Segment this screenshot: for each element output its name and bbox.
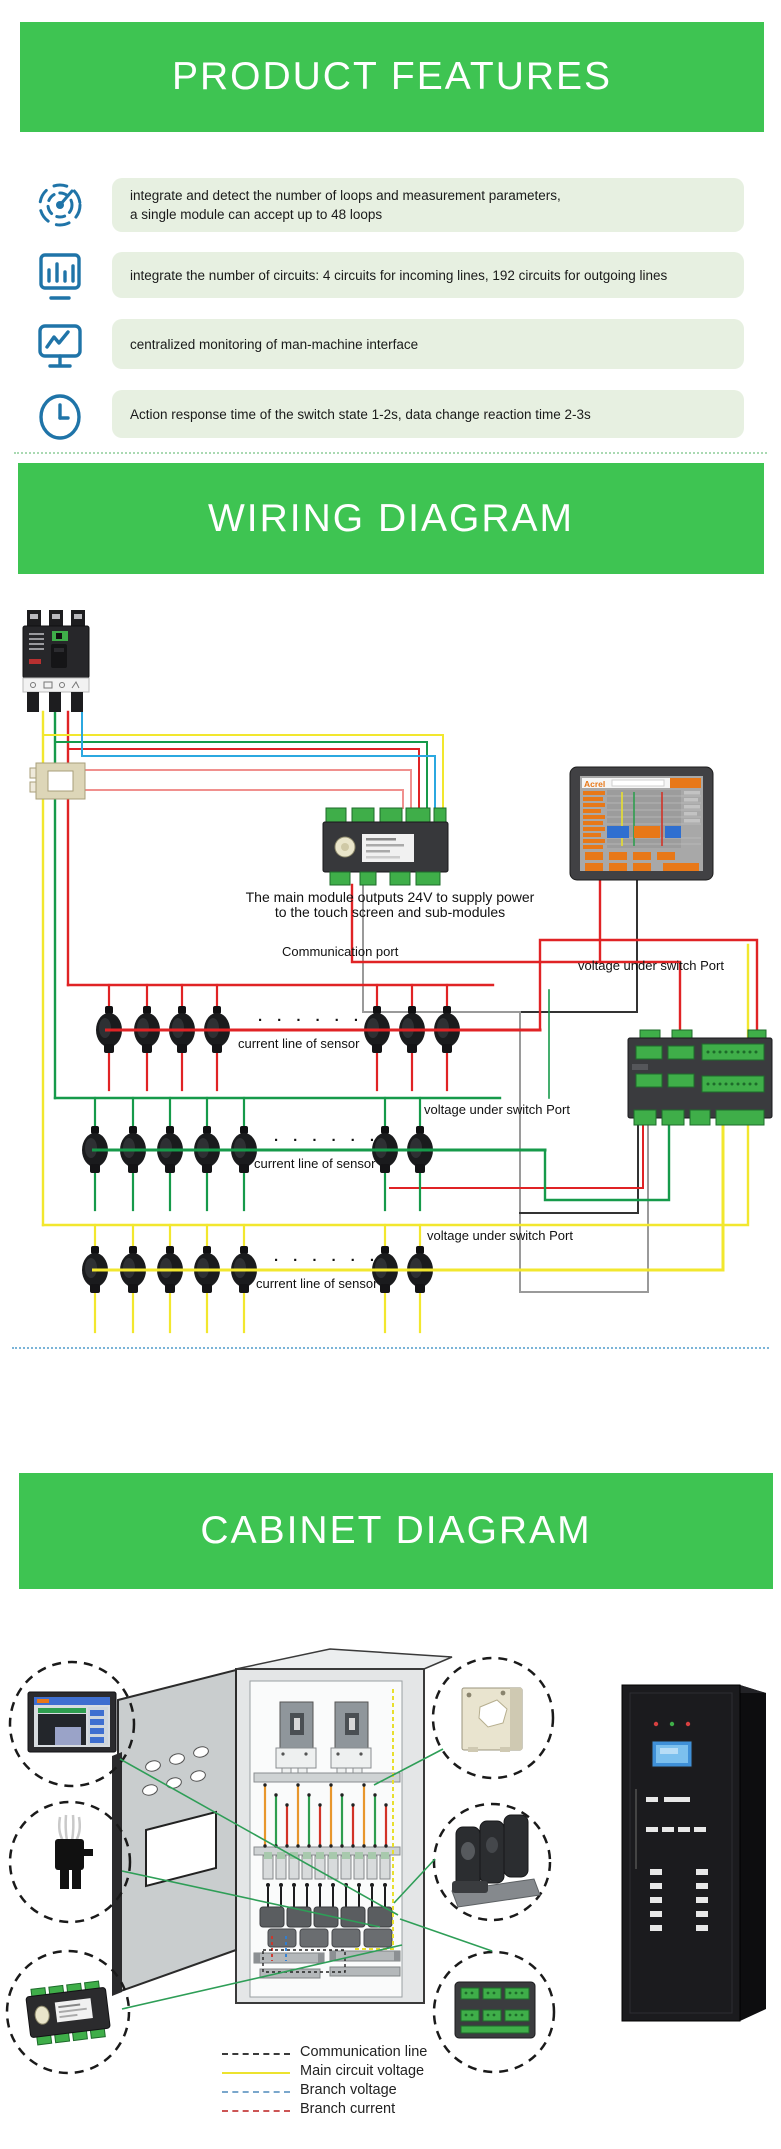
legend-swatch-branch-current	[222, 2110, 290, 2112]
ellipsis-dots: · · · · · ·	[274, 1252, 380, 1269]
legend-label: Communication line	[300, 2044, 428, 2060]
wiring-diagram: Acrel	[0, 560, 781, 1360]
gauge-icon	[34, 178, 86, 232]
callout-terminal-module	[454, 1981, 536, 2039]
cabinet-graphic	[5, 1648, 766, 2075]
feature-text-line: Action response time of the switch state…	[130, 406, 591, 422]
current-transformer-frame	[29, 762, 86, 800]
ellipsis-dots: · · · · · ·	[258, 1012, 364, 1029]
feature-item: integrate the number of circuits: 4 circ…	[112, 252, 744, 298]
legend-swatch-branch-voltage	[222, 2091, 290, 2093]
callout-circles	[5, 1656, 556, 2075]
power-cabinet	[621, 1684, 766, 2022]
sub-module	[627, 1029, 773, 1126]
wiring-bottom-separator	[12, 1347, 769, 1349]
ellipsis-dots: · · · · · ·	[274, 1132, 380, 1149]
legend-label: Branch voltage	[300, 2082, 397, 2098]
wiring-diagram-banner: WIRING DIAGRAM	[18, 463, 764, 574]
callout-lines	[119, 1748, 493, 2010]
current-line-label: current line of sensor	[254, 1156, 376, 1171]
communication-port-label: Communication port	[282, 944, 399, 959]
current-line-label: current line of sensor	[256, 1276, 378, 1291]
product-features-title: PRODUCT FEATURES	[171, 55, 613, 98]
wiring-diagram-title: WIRING DIAGRAM	[208, 496, 574, 540]
feature-text-line: integrate the number of circuits: 4 circ…	[130, 267, 668, 283]
feature-text-line: centralized monitoring of man-machine in…	[130, 336, 419, 352]
legend-swatch-main-voltage	[222, 2072, 290, 2074]
legend-item-branch-current: Branch current	[222, 2101, 522, 2121]
monitor-icon	[34, 320, 86, 374]
callout-ct-transformer	[461, 1687, 523, 1752]
legend-item-main-voltage: Main circuit voltage	[222, 2063, 522, 2083]
callout-touch-screen	[27, 1691, 117, 1753]
main-module-note: The main module outputs 24V to supply po…	[245, 889, 535, 920]
cabinet-body	[235, 1648, 453, 2004]
cabinet-diagram-banner: CABINET DIAGRAM	[19, 1473, 773, 1589]
callout-din-module	[25, 1980, 111, 2046]
current-line-label: current line of sensor	[238, 1036, 360, 1051]
cabinet-diagram: Communication line Main circuit voltage …	[0, 1589, 781, 2149]
voltage-port-label: voltage under switch Port	[424, 1102, 570, 1117]
legend-item-communication: Communication line	[222, 2044, 522, 2064]
circuit-breaker	[22, 610, 90, 712]
product-features-banner: PRODUCT FEATURES	[20, 22, 764, 132]
legend-label: Branch current	[300, 2101, 396, 2117]
feature-item: centralized monitoring of man-machine in…	[112, 319, 744, 369]
feature-item: Action response time of the switch state…	[112, 390, 744, 438]
section-separator	[14, 452, 767, 454]
wiring-graphic: Acrel	[22, 610, 773, 1334]
voltage-port-label: voltage under switch Port	[427, 1228, 573, 1243]
callout-wire-plug	[55, 1814, 93, 1889]
touchscreen-brand: Acrel	[584, 779, 605, 789]
bar-chart-icon	[34, 250, 86, 306]
clock-icon	[34, 390, 86, 444]
touch-screen: Acrel	[569, 766, 714, 881]
cabinet-diagram-title: CABINET DIAGRAM	[200, 1509, 592, 1552]
feature-text-line: a single module can accept up to 48 loop…	[130, 207, 383, 222]
feature-item: integrate and detect the number of loops…	[112, 178, 744, 232]
callout-ct-sensors	[451, 1814, 541, 1908]
cabinet-door	[112, 1668, 237, 1996]
main-module	[322, 807, 449, 886]
feature-text-line: integrate and detect the number of loops…	[130, 188, 561, 203]
legend-label: Main circuit voltage	[300, 2063, 425, 2079]
legend-item-branch-voltage: Branch voltage	[222, 2082, 522, 2102]
voltage-port-label: voltage under switch Port	[578, 958, 724, 973]
legend-swatch-communication	[222, 2053, 290, 2055]
